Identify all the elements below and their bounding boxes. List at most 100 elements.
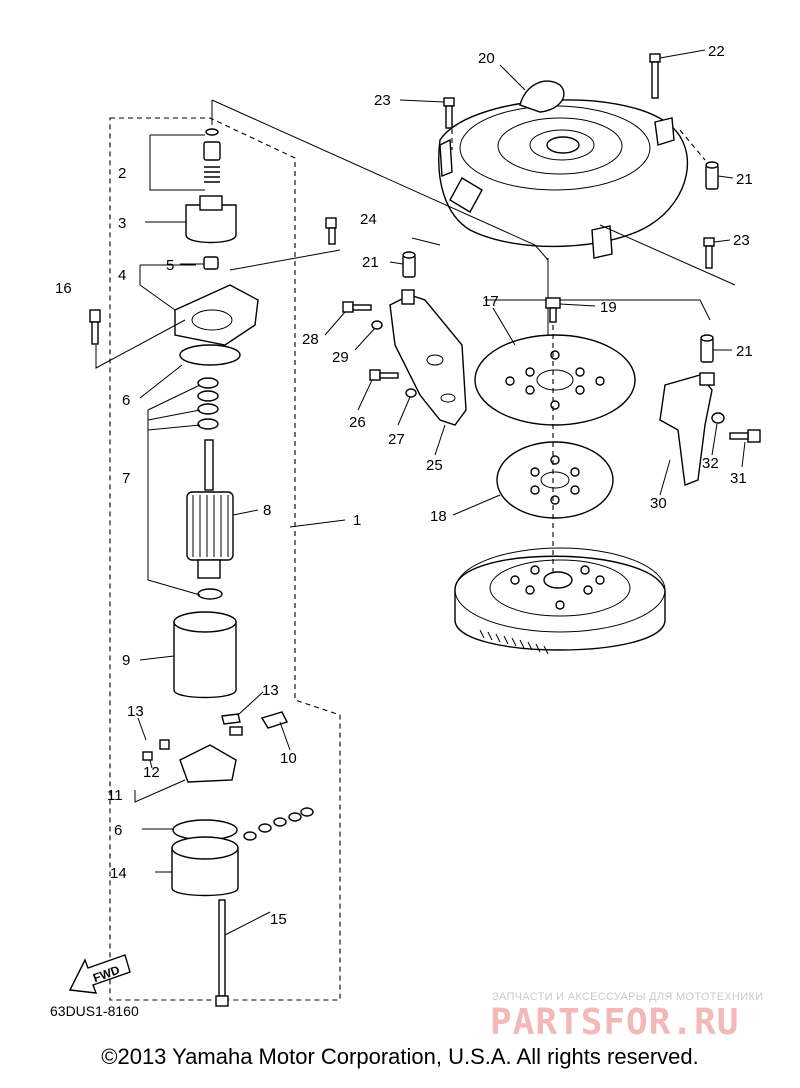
guide-line-cover-right (679, 129, 706, 161)
bracket-25 (389, 289, 467, 426)
callout-3: 3 (118, 215, 126, 232)
leader-16 (95, 319, 186, 369)
callout-28: 28 (302, 331, 319, 348)
collar-21-c (700, 334, 714, 363)
bolt-31 (729, 429, 761, 443)
leader-31 (741, 441, 746, 468)
leader-32 (711, 423, 718, 456)
callout-23b: 23 (733, 232, 750, 249)
bolt-19 (545, 297, 561, 323)
fwd-arrow-icon: FWD (68, 954, 131, 994)
leader-28 (324, 311, 346, 336)
leader-22 (659, 49, 706, 59)
callout-2: 2 (118, 165, 126, 182)
callout-7: 7 (122, 470, 130, 487)
callout-31: 31 (730, 470, 747, 487)
callout-30: 30 (650, 495, 667, 512)
callout-22: 22 (708, 43, 725, 60)
callout-10: 10 (280, 750, 297, 767)
collar-21-a (402, 251, 416, 278)
leader-13b (137, 717, 147, 741)
leader-23-b (713, 239, 731, 243)
leader-21-b (717, 175, 734, 179)
callout-19: 19 (600, 299, 617, 316)
callout-13a: 13 (262, 682, 279, 699)
leader-15 (224, 911, 271, 936)
callout-29: 29 (332, 349, 349, 366)
axis-line-starter-top (211, 99, 549, 261)
leader-23-a (399, 99, 445, 103)
callout-27: 27 (388, 431, 405, 448)
callout-21c: 21 (736, 343, 753, 360)
bolt-28 (342, 301, 372, 313)
leader-11 (134, 779, 186, 803)
bolt-24 (325, 217, 337, 245)
callout-32: 32 (702, 455, 719, 472)
leader-8 (232, 509, 259, 516)
callout-5: 5 (166, 257, 174, 274)
leader-12 (149, 759, 153, 769)
leader-20 (499, 64, 526, 91)
assembly-boundary (109, 117, 341, 1001)
plate-18 (496, 441, 614, 519)
washer-29 (371, 320, 383, 330)
bolt-26 (369, 369, 399, 381)
leader-6a (139, 364, 183, 399)
leader-19 (559, 303, 596, 307)
callout-24: 24 (360, 211, 377, 228)
callout-8: 8 (263, 502, 271, 519)
watermark-subtitle: ЗАПЧАСТИ И АКСЕССУАРЫ ДЛЯ МОТОТЕХНИКИ (492, 991, 764, 1003)
callout-20: 20 (478, 50, 495, 67)
diagram-code: 63DUS1-8160 (50, 1003, 139, 1019)
leader-27 (397, 396, 411, 426)
callout-6a: 6 (122, 392, 130, 409)
washer-27 (405, 388, 417, 398)
leader-29 (354, 327, 376, 351)
callout-21a: 21 (362, 254, 379, 271)
leader-13a (237, 691, 264, 716)
leader-25 (434, 424, 446, 456)
washer-32 (711, 412, 725, 424)
leader-18 (452, 494, 501, 516)
callout-23a: 23 (374, 92, 391, 109)
callout-12: 12 (143, 764, 160, 781)
flywheel (454, 547, 666, 655)
screw-22 (649, 53, 661, 99)
callout-21b: 21 (736, 171, 753, 188)
bracket-30 (659, 372, 715, 486)
callout-15: 15 (270, 911, 287, 928)
watermark-brand: PARTSFOR.RU (490, 1002, 740, 1043)
flywheel-cover (438, 80, 689, 259)
leader-26 (357, 379, 373, 411)
callout-11: 11 (107, 787, 123, 804)
collar-21-b (705, 161, 719, 190)
callout-14: 14 (110, 865, 127, 882)
leader-7 (147, 384, 201, 596)
leader-9 (139, 655, 175, 661)
callout-9: 9 (122, 652, 130, 669)
axis-line-cover-right (599, 224, 736, 286)
axis-line-cover-21 (411, 237, 441, 246)
callout-16: 16 (55, 280, 72, 297)
callout-26: 26 (349, 414, 366, 431)
callout-18: 18 (430, 508, 447, 525)
screw-23-a (443, 97, 455, 129)
callout-4: 4 (118, 267, 126, 284)
leader-1 (289, 519, 346, 528)
axis-line-bracket (485, 299, 711, 321)
callout-6b: 6 (114, 822, 122, 839)
callout-25: 25 (426, 457, 443, 474)
callout-17: 17 (482, 293, 499, 310)
plate-17 (474, 334, 636, 426)
copyright-notice: ©2013 Yamaha Motor Corporation, U.S.A. A… (101, 1044, 699, 1069)
leader-2 (149, 134, 205, 191)
callout-13b: 13 (127, 703, 144, 720)
leader-10 (279, 721, 291, 751)
leader-30 (659, 459, 671, 496)
leader-21-a (389, 261, 404, 265)
leader-24 (229, 249, 341, 271)
starter-motor-group (89, 128, 314, 1007)
leader-4 (139, 264, 196, 311)
